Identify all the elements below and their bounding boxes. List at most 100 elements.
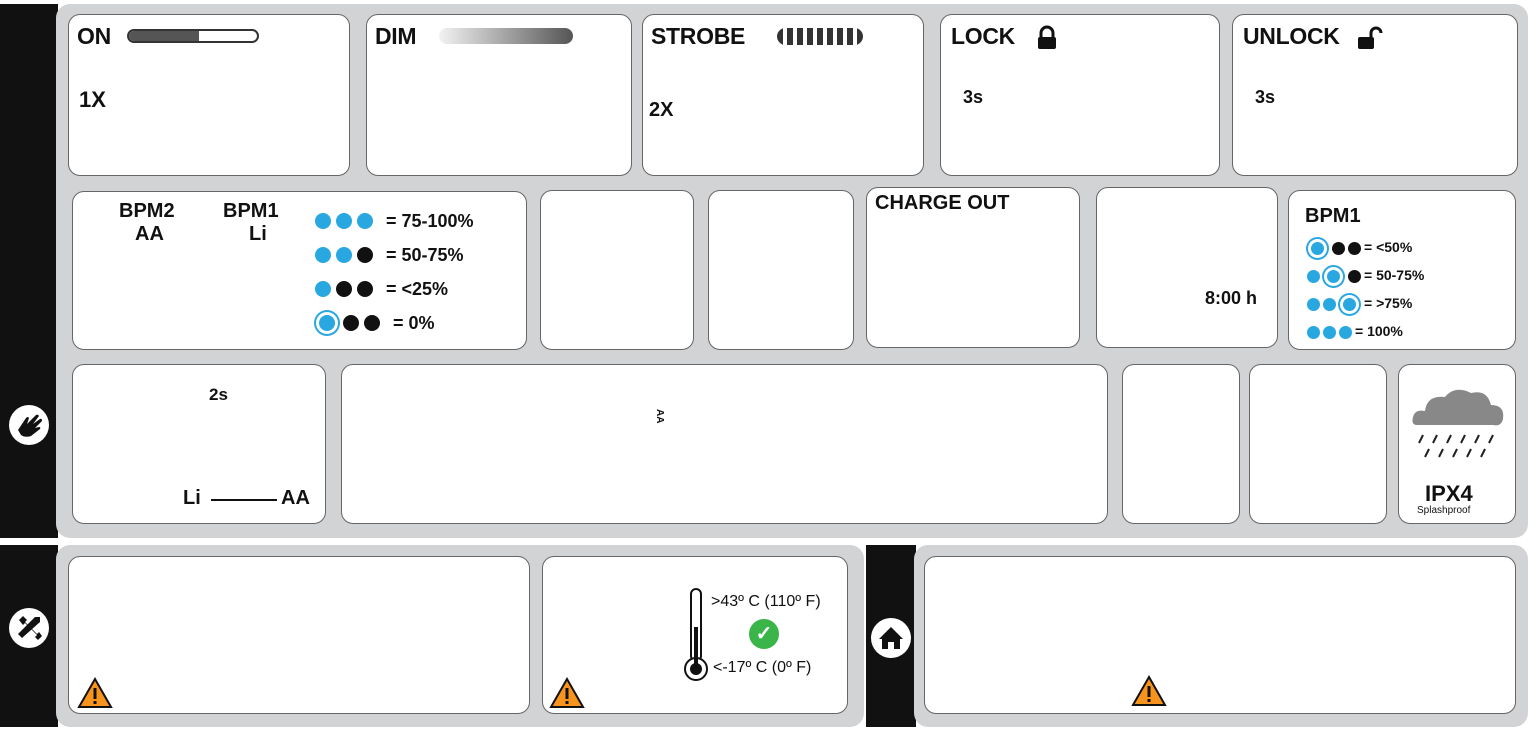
thermometer-icon xyxy=(684,588,708,681)
blue-dot xyxy=(336,213,352,230)
on-bar xyxy=(127,29,259,43)
mode-panel-dim: DIM xyxy=(366,14,632,176)
ipx-code: IPX4 xyxy=(1425,481,1473,506)
hang-panel-a xyxy=(1122,364,1240,524)
black-dot xyxy=(1348,269,1361,283)
charge-time: 8:00 h xyxy=(1205,288,1258,308)
ipx-label: Splashproof xyxy=(1417,505,1471,516)
level-label: = <25% xyxy=(386,278,449,299)
cell-label: AA xyxy=(670,409,681,424)
sun-dot-icon xyxy=(1311,241,1324,255)
hang-panel-b xyxy=(1249,364,1387,524)
level-row: = <50% xyxy=(1307,239,1412,255)
level-label: = 100% xyxy=(1355,323,1403,339)
mode-title: LOCK xyxy=(951,23,1015,49)
switch-arrow xyxy=(211,499,277,501)
temp-max: >43º C (110º F) xyxy=(711,593,821,610)
black-dot xyxy=(357,247,373,264)
blue-dot xyxy=(357,213,373,230)
bpm1-name: BPM1 xyxy=(223,200,279,222)
mode-title: DIM xyxy=(375,23,417,49)
black-dot xyxy=(1348,241,1361,255)
blue-dot xyxy=(315,247,331,264)
blue-dot xyxy=(1323,297,1336,311)
bpm2-name: BPM2 xyxy=(119,200,175,222)
level-row: = 50-75% xyxy=(1307,267,1424,283)
blue-dot xyxy=(1307,269,1320,283)
cell-label: AA xyxy=(638,409,649,424)
ipx-rating-panel: IPX4 Splashproof xyxy=(1398,364,1516,524)
charging-panel: 8:00 h xyxy=(1096,187,1278,348)
black-dot xyxy=(343,315,359,332)
sun-dot-icon xyxy=(1327,269,1340,283)
rain-cloud-icon xyxy=(1412,389,1504,458)
level-label: = >75% xyxy=(1364,295,1413,311)
blue-dot xyxy=(1323,325,1336,339)
storage-panel xyxy=(924,556,1516,714)
blue-dot xyxy=(315,213,331,230)
level-label: = 0% xyxy=(393,312,435,333)
temp-min: <-17º C (0º F) xyxy=(713,659,812,676)
level-label: = <50% xyxy=(1364,239,1413,255)
hold-time: 3s xyxy=(1255,87,1276,107)
mode-title: ON xyxy=(77,23,111,49)
mode-title: UNLOCK xyxy=(1243,23,1340,49)
black-dot xyxy=(1332,241,1345,255)
cell-label: AA xyxy=(654,409,665,424)
dim-gradient-bar xyxy=(439,28,573,44)
home-icon xyxy=(871,618,911,658)
warning-icon xyxy=(77,676,113,708)
operation-strip xyxy=(0,4,58,538)
blue-dot xyxy=(315,281,331,298)
level-row: = 100% xyxy=(1307,323,1403,339)
hazard-panel xyxy=(68,556,530,714)
sun-dot-icon xyxy=(319,315,335,332)
hold-time: 2s xyxy=(209,385,228,404)
black-dot xyxy=(336,281,352,298)
bpm1-type: Li xyxy=(249,223,267,245)
bpm2-type: AA xyxy=(135,223,164,245)
blue-dot xyxy=(1307,325,1320,339)
blue-dot xyxy=(336,247,352,264)
level-row: = 75-100% xyxy=(315,210,474,232)
level-row: = >75% xyxy=(1307,295,1412,311)
battery-install-panel: AA AA AA xyxy=(341,364,1108,524)
mode-panel-strobe: STROBE 2X xyxy=(642,14,924,176)
level-label: = 50-75% xyxy=(1364,267,1425,283)
sun-dot-icon xyxy=(1343,297,1356,311)
press-count: 2X xyxy=(649,99,674,121)
switch-right-label: AA xyxy=(281,487,310,509)
ok-check-icon: ✓ xyxy=(749,619,779,649)
level-row: = 50-75% xyxy=(315,244,464,266)
charge-out-panel: CHARGE OUT xyxy=(866,187,1080,348)
temperature-panel: >43º C (110º F) ✓ <-17º C (0º F) xyxy=(542,556,848,714)
warning-icon xyxy=(549,676,585,708)
press-count: 1X xyxy=(79,87,106,112)
black-dot xyxy=(364,315,380,332)
battery-status-panel: BPM2 AA BPM1 Li = 75-100% = 50-75% = <25% =… xyxy=(72,191,527,350)
wrench-icon xyxy=(9,608,49,648)
bpm1-charge-panel: BPM1 = <50% = 50-75% = >75% = 100% xyxy=(1288,190,1516,350)
level-row: = <25% xyxy=(315,278,448,300)
level-row: = 0% xyxy=(315,312,435,334)
mode-panel-unlock: UNLOCK 3s xyxy=(1232,14,1518,176)
battery-switch-panel: 2s Li AA xyxy=(72,364,326,524)
blue-dot xyxy=(1307,297,1320,311)
usb-port-panel-b xyxy=(708,190,854,350)
level-label: = 50-75% xyxy=(386,244,464,265)
mode-panel-lock: LOCK 3s xyxy=(940,14,1220,176)
hand-icon xyxy=(9,405,49,445)
black-dot xyxy=(357,281,373,298)
level-label: = 75-100% xyxy=(386,210,474,231)
hold-time: 3s xyxy=(963,87,984,107)
mode-title: STROBE xyxy=(651,23,746,49)
charge-out-title: CHARGE OUT xyxy=(875,192,1010,214)
mode-panel-on: ON 1X xyxy=(68,14,350,176)
unlock-icon xyxy=(1358,26,1383,49)
strobe-bar xyxy=(777,28,863,45)
lock-icon xyxy=(1038,25,1056,49)
warning-icon xyxy=(1131,674,1167,706)
blue-dot xyxy=(1339,325,1352,339)
usb-port-panel-a xyxy=(540,190,694,350)
bpm1-charge-title: BPM1 xyxy=(1305,205,1361,227)
